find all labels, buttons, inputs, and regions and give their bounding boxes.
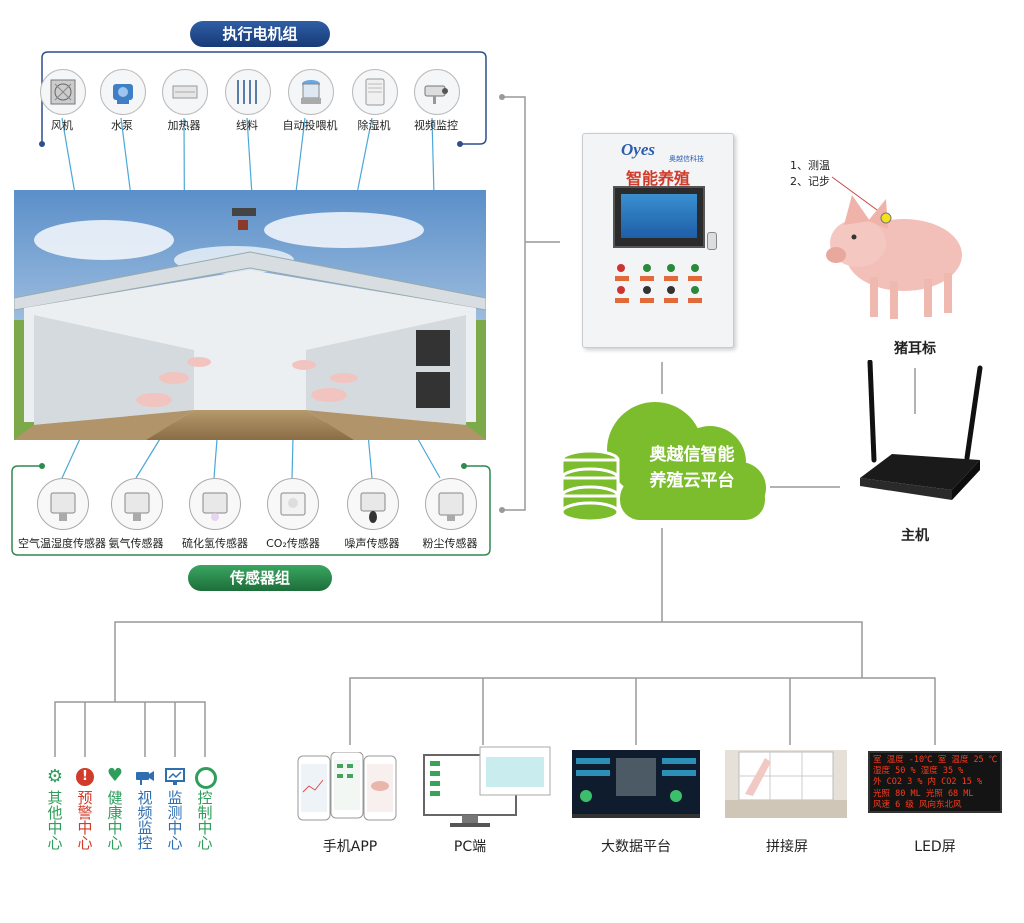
pig-illustration <box>812 185 972 329</box>
center-alert: 预警中心 <box>77 789 93 852</box>
air-temp-humidity-sensor-icon <box>37 478 89 530</box>
pig-note-1: 1、测温 <box>790 159 830 172</box>
controller-touchscreen <box>613 186 705 248</box>
water-pump-icon <box>100 69 146 115</box>
noise-sensor-icon <box>347 478 399 530</box>
center-health: 健康中心 <box>107 789 123 852</box>
led-row-2: 湿度 50 % 湿度 35 % <box>873 766 964 777</box>
controller-cabinet: Oyes 奥越信科技 智能养殖 <box>582 133 734 348</box>
center-other: 其他中心 <box>47 789 63 852</box>
camera-label: 视频监控 <box>414 119 458 132</box>
hydrogen-sulfide-sensor-label: 硫化氢传感器 <box>182 537 248 550</box>
pig-note-2: 2、记步 <box>790 175 830 188</box>
terminal-bigdata-label: 大数据平台 <box>601 839 671 855</box>
center-control: 控制中心 <box>197 789 213 852</box>
gear-icon: ⚙ <box>46 766 64 787</box>
actuator-group-title: 执行电机组 <box>190 21 330 47</box>
heater-label: 加热器 <box>167 119 201 132</box>
dehumidifier-icon <box>352 69 398 115</box>
dehumidifier-label: 除湿机 <box>357 119 391 132</box>
cloud-title-line2: 养殖云平台 <box>649 471 735 491</box>
co2-sensor-icon <box>267 478 319 530</box>
splice-screen-illustration <box>725 750 847 822</box>
ammonia-sensor-icon <box>111 478 163 530</box>
terminal-led-label: LED屏 <box>914 839 956 855</box>
control-icon <box>195 767 217 789</box>
led-row-4: 光照 80 ML 光照 68 ML <box>873 788 974 799</box>
terminal-pc-label: PC端 <box>453 839 487 855</box>
mobile-app-illustration <box>296 751 400 828</box>
pig-notes: 1、测温 2、记步 <box>790 158 830 190</box>
co2-sensor-label: CO₂传感器 <box>266 537 320 550</box>
host-label: 主机 <box>901 528 929 544</box>
cabinet-handle <box>707 232 717 250</box>
led-screen: 室 温度 -10℃ 室 温度 25 ℃ 湿度 50 % 湿度 35 % 外 CO… <box>868 751 1002 813</box>
heart-icon: ♥ <box>106 765 124 786</box>
auto-feeder-label: 自动投喂机 <box>282 119 338 132</box>
led-row-1: 室 温度 -10℃ 室 温度 25 ℃ <box>873 755 997 765</box>
terminal-splice-label: 拼接屏 <box>766 839 808 855</box>
dust-sensor-label: 粉尘传感器 <box>422 537 478 550</box>
sensor-group-title: 传感器组 <box>188 565 332 591</box>
alert-icon: ! <box>76 768 94 786</box>
feed-line-label: 线料 <box>236 119 258 132</box>
camera-icon <box>414 69 460 115</box>
center-monitor: 监测中心 <box>167 789 183 852</box>
auto-feeder-icon <box>288 69 334 115</box>
fan-icon <box>40 69 86 115</box>
host-router <box>852 359 987 509</box>
cloud-title: 奥越信智能 养殖云平台 <box>632 442 752 494</box>
controller-buttons <box>613 262 708 316</box>
noise-sensor-label: 噪声传感器 <box>344 537 400 550</box>
cloud-platform: 奥越信智能 养殖云平台 <box>560 390 775 534</box>
big-data-illustration <box>572 750 700 824</box>
pc-illustration <box>422 745 552 839</box>
hydrogen-sulfide-sensor-icon <box>189 478 241 530</box>
water-pump-label: 水泵 <box>111 119 133 132</box>
center-video: 视频监控 <box>137 789 153 852</box>
heater-icon <box>162 69 208 115</box>
led-row-5: 风速 6 级 风向东北风 <box>873 799 962 810</box>
camera-icon <box>135 768 155 790</box>
dust-sensor-icon <box>425 478 477 530</box>
terminal-mobile-label: 手机APP <box>322 839 378 855</box>
cloud-title-line1: 奥越信智能 <box>649 445 735 465</box>
led-row-3: 外 CO2 3 % 内 CO2 15 % <box>873 777 983 788</box>
controller-brand: Oyes <box>621 140 655 159</box>
ammonia-sensor-label: 氨气传感器 <box>108 537 164 550</box>
controller-title: 智能养殖 <box>625 169 690 188</box>
barn-illustration <box>14 190 486 440</box>
air-temp-humidity-sensor-label: 空气温湿度传感器 <box>18 537 106 550</box>
feed-line-icon <box>225 69 271 115</box>
pig-ear-tag-label: 猪耳标 <box>894 341 936 357</box>
controller-brand-cn: 奥越信科技 <box>669 155 704 163</box>
fan-label: 风机 <box>51 119 73 132</box>
monitor-icon <box>165 768 185 790</box>
